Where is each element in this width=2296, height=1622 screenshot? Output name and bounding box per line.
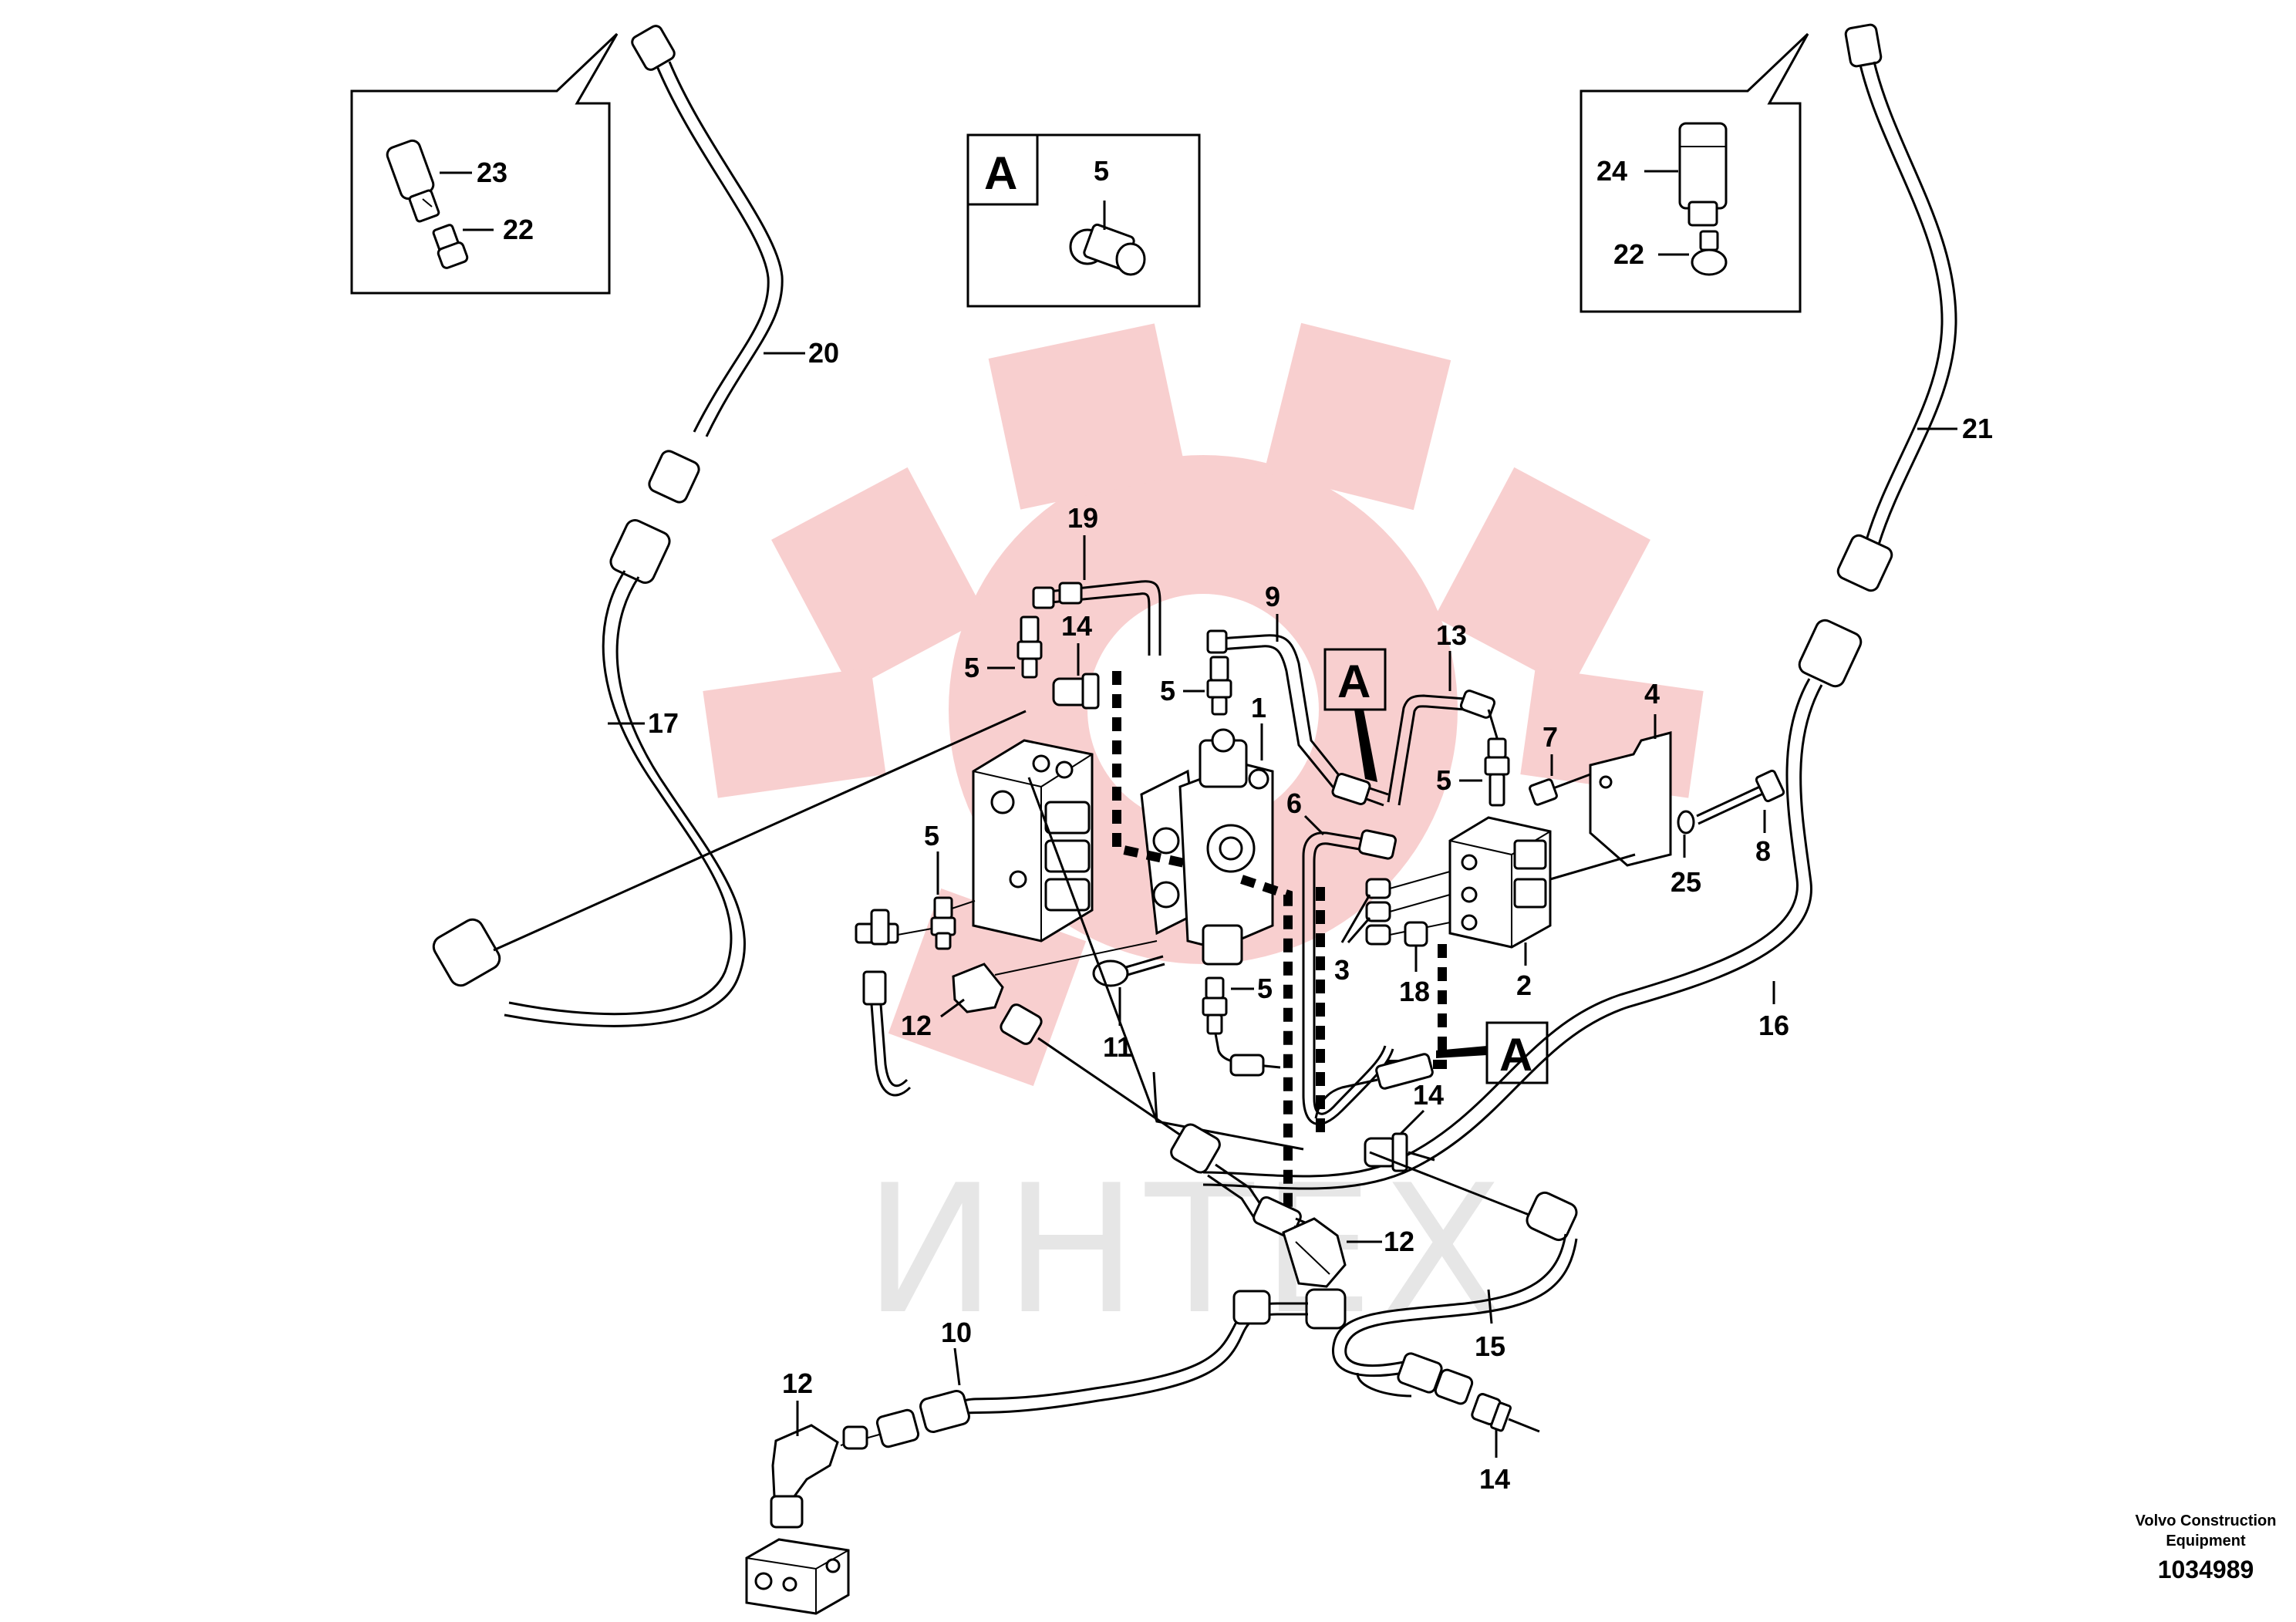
callout-7: 7 [1542,721,1558,753]
callout-3: 3 [1334,954,1350,986]
callout-14-top: 14 [1061,610,1092,642]
callout-17: 17 [648,707,679,739]
callout-6: 6 [1286,787,1302,819]
view-a-letter-top: A [1337,656,1371,707]
main-valve-1 [1140,728,1274,966]
callout-20: 20 [808,337,839,369]
hose-16-21 [1202,23,1957,1190]
adapter-22-left [432,224,469,269]
detail-box-center [966,133,1201,308]
connector-3 [1365,871,1451,946]
callout-24: 24 [1596,155,1627,187]
view-a-callout-bottom [1436,1021,1549,1084]
adapter-5-lower-center [1202,976,1281,1077]
callout-10: 10 [941,1317,972,1348]
right-valve-block-2 [1448,816,1552,949]
watermark-text: ИНТЕХ [864,1148,1510,1354]
callout-8: 8 [1755,835,1771,867]
tee-fitting [855,909,932,946]
bracket-plate-4 [1589,731,1672,867]
callout-22-left: 22 [503,214,534,245]
callout-5-mid-left: 5 [924,820,939,851]
detail-box-letter-a: A [984,147,1017,199]
bolt-7 [1529,773,1591,806]
callout-13: 13 [1436,619,1467,651]
hose-19 [1032,580,1161,656]
left-valve-block [972,739,1094,943]
hose-10 [840,1123,1347,1450]
pressure-switch-23 [386,139,440,223]
elbow-12-lower-center [1282,1217,1347,1288]
callout-14-middle: 14 [1413,1079,1444,1111]
callout-5-top-center: 5 [1160,675,1175,706]
callout-12-upper: 12 [901,1010,932,1041]
hose-15 [1332,1151,1578,1405]
footer-drawing-number: 1034989 [2158,1556,2254,1583]
callout-14-bottom: 14 [1479,1463,1510,1495]
footer-company-line2: Equipment [2166,1533,2246,1549]
adapter-5-top-left [1017,615,1043,679]
hose-a-bottom [1314,1053,1434,1119]
fitting-14-bottom [1471,1393,1540,1433]
adapter-5-mid-left [930,896,976,950]
callout-2: 2 [1516,969,1532,1001]
hose-left-lower [862,970,912,1097]
view-a-callout-top [1323,648,1387,782]
callout-18: 18 [1399,976,1430,1007]
callout-5-lower-center: 5 [1257,973,1273,1004]
watermark-gear-logo [703,322,1704,1087]
pressure-sensor-24 [1678,122,1728,227]
adapter-5-top-right [1484,737,1510,807]
callout-11: 11 [1103,1031,1132,1063]
callout-19: 19 [1067,502,1098,534]
bolt-8-washer-25 [1677,769,1785,835]
hose-9 [1206,629,1389,807]
footer-company-line1: Volvo Construction [2136,1512,2277,1529]
fitting-mid [1000,1003,1184,1138]
callout-15: 15 [1475,1330,1505,1362]
callout-23: 23 [477,157,507,188]
detail-box-right [1580,32,1809,313]
callout-9: 9 [1265,581,1280,612]
hose-17-20 [432,25,1027,1027]
detail-box-left [350,32,619,295]
callout-12-bottom: 12 [782,1367,813,1399]
bolt-11 [1092,955,1165,987]
adapter-5-top-center [1206,656,1232,716]
adapter-5-detail [1069,201,1146,276]
callout-22-right: 22 [1613,238,1644,270]
callout-12-lower-center: 12 [1384,1226,1414,1257]
callout-5-top-left: 5 [964,652,979,683]
callout-16: 16 [1758,1010,1789,1041]
callout-5-top-right: 5 [1436,764,1451,796]
view-a-letter-bottom: A [1499,1029,1532,1081]
adapter-22-right [1691,230,1728,276]
hose-13 [1387,690,1499,806]
fitting-14-top [1052,673,1100,710]
callout-4: 4 [1644,678,1660,710]
callout-21: 21 [1962,413,1993,444]
callout-25: 25 [1671,866,1701,898]
elbow-12-upper [952,940,1158,1013]
callout-1: 1 [1251,692,1266,723]
elbow-12-bottom [745,1424,850,1615]
callout-5-detail: 5 [1094,155,1109,187]
fitting-18 [1404,921,1428,947]
